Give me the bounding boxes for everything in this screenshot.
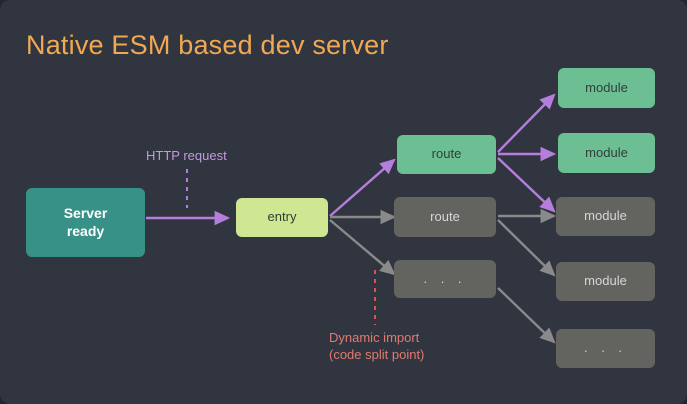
node-module-1[interactable]: module [558, 68, 655, 108]
edge-entry-to-route-3 [329, 219, 396, 276]
node-module-4[interactable]: module [556, 262, 655, 301]
label-http-request: HTTP request [146, 148, 227, 163]
node-route-2-label: route [430, 208, 460, 224]
node-entry-label: entry [267, 209, 297, 225]
node-module-2-label: module [585, 144, 628, 160]
node-module-5-label: . . . [583, 340, 628, 356]
label-dynamic-import: Dynamic import (code split point) [329, 330, 424, 364]
node-route-1[interactable]: route [397, 135, 496, 174]
node-module-2[interactable]: module [558, 133, 655, 173]
node-module-3-label: module [584, 208, 627, 224]
edge-route-1-to-module-3 [497, 157, 556, 213]
node-module-3[interactable]: module [556, 197, 655, 236]
node-module-4-label: module [584, 273, 627, 289]
node-module-5-ellipsis[interactable]: . . . [556, 329, 655, 368]
node-route-3-label: . . . [423, 270, 467, 286]
edge-route-2-to-module-4 [497, 219, 556, 277]
edge-entry-to-route-1 [329, 158, 396, 217]
label-dynamic-import-line2: (code split point) [329, 346, 425, 362]
node-entry[interactable]: entry [236, 198, 328, 237]
node-server-ready-line2: ready [66, 222, 105, 239]
node-module-1-label: module [585, 79, 628, 95]
edge-route-1-to-module-1 [497, 93, 556, 153]
page-title: Native ESM based dev server [26, 30, 389, 60]
node-route-1-label: route [431, 146, 462, 162]
node-server-ready-line1: Server [63, 205, 108, 221]
node-server-ready[interactable]: Server ready [26, 188, 145, 257]
label-dynamic-import-line1: Dynamic import [329, 330, 420, 345]
node-route-3-ellipsis[interactable]: . . . [394, 260, 496, 298]
node-route-2[interactable]: route [394, 197, 496, 237]
edge-route-3-to-module-5 [497, 287, 556, 344]
